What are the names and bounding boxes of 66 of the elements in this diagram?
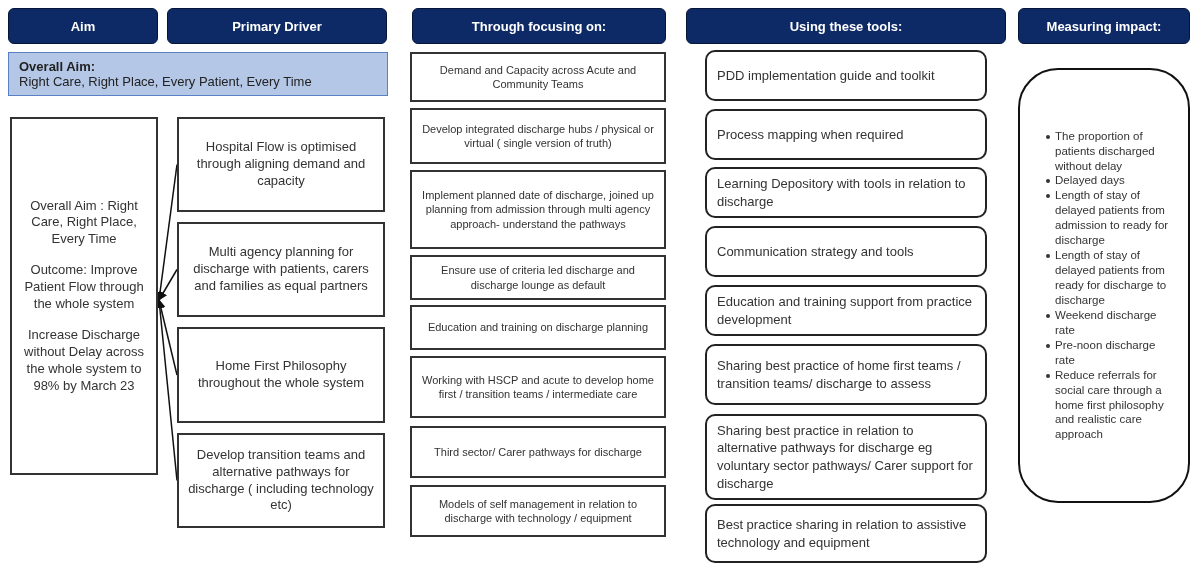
aim-text: Outcome: Improve Patient Flow through the whole system (23, 262, 145, 313)
measure-text: The proportion of patients discharged without delay (1055, 128, 1156, 174)
overall-aim-banner (8, 52, 388, 96)
column-header-bar (686, 8, 1006, 44)
measure-text: Delayed days (1055, 173, 1125, 189)
focus-box (410, 52, 666, 102)
tool-text: PDD implementation guide and toolkit (717, 66, 935, 85)
driver-text: Hospital Flow is optimised through aligning demand and capacity (195, 139, 367, 190)
header-text: Measuring impact: (1046, 18, 1162, 34)
measure-text: Weekend discharge rate (1055, 307, 1158, 338)
tool-box (705, 167, 987, 218)
tool-text: Process mapping when required (717, 125, 904, 144)
column-header-bar (1018, 8, 1190, 44)
tool-text: Communication strategy and tools (717, 242, 914, 261)
focus-box (410, 356, 666, 418)
tool-box (705, 344, 987, 405)
focus-box (410, 255, 666, 300)
focus-text: Third sector/ Carer pathways for discharge (434, 444, 642, 460)
header-text: Through focusing on: (471, 18, 607, 34)
measure-text: Pre-noon discharge rate (1055, 337, 1157, 368)
focus-box (410, 426, 666, 478)
tool-box (705, 50, 987, 101)
aim-text: Increase Discharge without Delay across the whole system to 98% by March 23 (23, 326, 145, 395)
tool-box (705, 226, 987, 277)
tool-box (705, 109, 987, 160)
focus-box (410, 485, 666, 537)
header-text: Using these tools: (789, 18, 903, 34)
aim-box (10, 117, 158, 475)
focus-box (410, 170, 666, 249)
focus-box (410, 108, 666, 164)
tool-text: Best practice sharing in relation to assistive technology and equipment (717, 515, 968, 552)
driver-text: Multi agency planning for discharge with patients, carers and families as equal partners (192, 244, 370, 295)
aim-text: Right Care, Right Place, Every Patient, Every Time (19, 74, 312, 89)
driver-text: Develop transition teams and alternative pathways for discharge ( including technology etc) (187, 446, 375, 515)
tool-text: Education and training support from practice development (717, 292, 974, 329)
focus-text: Working with HSCP and acute to develop home first / transition teams / intermediate care (421, 372, 655, 402)
measure-text: Length of stay of delayed patients from admission to ready for discharge (1055, 188, 1170, 249)
tool-text: Sharing best practice of home first teams / transition teams/ discharge to assess (717, 356, 962, 393)
arrow (158, 268, 178, 301)
driver-box (177, 222, 385, 317)
column-header-bar (8, 8, 158, 44)
tool-box (705, 504, 987, 563)
focus-text: Demand and Capacity across Acute and Community Teams (438, 62, 638, 92)
column-header-bar (167, 8, 387, 44)
focus-text: Develop integrated discharge hubs / physical or virtual ( single version of truth) (421, 121, 655, 151)
column-header-bar (412, 8, 666, 44)
tool-box (705, 285, 987, 336)
tool-text: Sharing best practice in relation to alternative pathways for discharge eg voluntary sector pathways/ Carer support for discharge (717, 421, 974, 493)
measure-text: Reduce referrals for social care through a home first philosophy and realistic care approach (1055, 367, 1165, 443)
driver-box (177, 433, 385, 528)
tool-text: Learning Depository with tools in relation to discharge (717, 174, 967, 211)
aim-text: Overall Aim : Right Care, Right Place, Every Time (29, 197, 139, 249)
focus-text: Ensure use of criteria led discharge and discharge lounge as default (440, 263, 636, 292)
driver-box (177, 327, 385, 423)
focus-text: Models of self management in relation to discharge with technology / equipment (437, 496, 639, 526)
focus-box (410, 305, 666, 350)
measures-box (1018, 68, 1190, 503)
measure-text: Length of stay of delayed patients from ready for discharge to discharge (1055, 248, 1168, 308)
focus-text: Implement planned date of discharge, joined up planning from admission through multi agency approach- understand the pathways (421, 188, 655, 231)
driver-text: Home First Philosophy throughout the whole system (196, 358, 366, 392)
driver-box (177, 117, 385, 212)
focus-text: Education and training on discharge planning (427, 320, 649, 335)
header-text: Primary Driver (232, 18, 322, 34)
tool-box (705, 414, 987, 500)
aim-heading: Overall Aim: (19, 59, 96, 74)
header-text: Aim (70, 18, 96, 34)
